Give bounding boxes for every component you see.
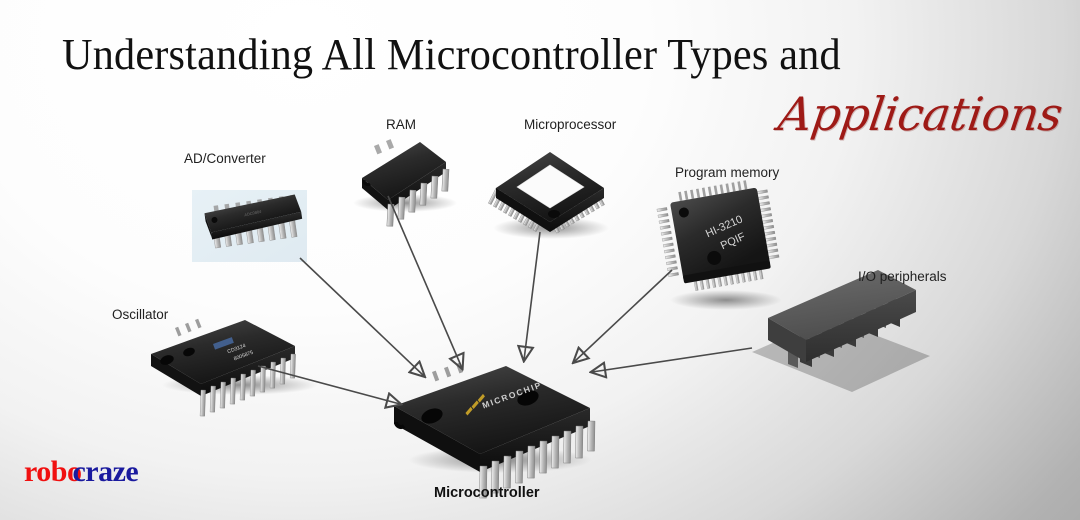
chip-ad-converter: ADC0804 xyxy=(192,190,307,262)
label-microcontroller: Microcontroller xyxy=(434,485,540,501)
logo-text-robo: robo xyxy=(24,455,82,488)
label-oscillator: Oscillator xyxy=(112,307,169,322)
chip-io-peripherals xyxy=(752,270,930,392)
chip-microcontroller: MICROCHIP xyxy=(394,362,596,499)
chip-program-memory: HI-3210 PQIF xyxy=(656,180,782,310)
svg-text:ADC0804: ADC0804 xyxy=(244,209,263,218)
chip-ram xyxy=(353,139,457,227)
robocraze-logo[interactable]: robocraze xyxy=(24,455,139,489)
label-io-peripherals: I/O peripherals xyxy=(858,269,947,284)
label-program-memory: Program memory xyxy=(675,165,780,180)
logo-text-craze: craze xyxy=(72,455,139,488)
page-title: Understanding All Microcontroller Types … xyxy=(62,30,841,79)
chip-microprocessor xyxy=(488,152,609,239)
chip-oscillator: CD3124 8005875 xyxy=(151,318,318,417)
label-ad-converter: AD/Converter xyxy=(184,151,266,166)
label-ram: RAM xyxy=(386,117,416,132)
label-microprocessor: Microprocessor xyxy=(524,117,617,132)
